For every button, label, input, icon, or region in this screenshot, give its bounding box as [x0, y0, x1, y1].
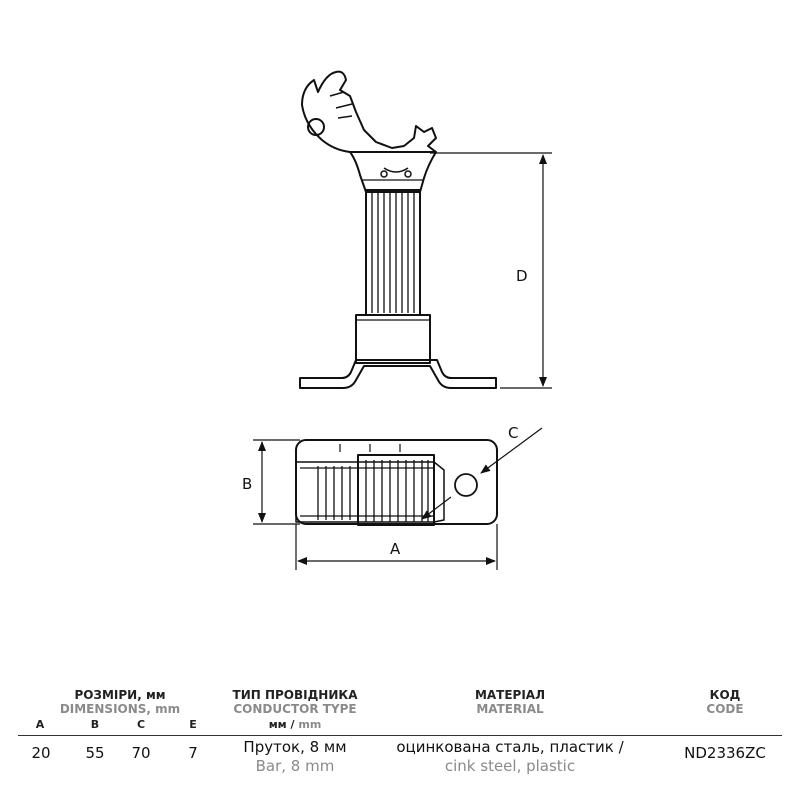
clamp-clip: [301, 70, 437, 153]
base-plate: [299, 359, 497, 389]
dimensions-title-en: DIMENSIONS, mm: [59, 702, 181, 716]
conductor-value-en: Bar, 8 mm: [255, 757, 335, 775]
material-value-en: cink steel, plastic: [444, 757, 576, 775]
clip-hole: [307, 118, 325, 136]
material-title-ua: МАТЕРІАЛ: [474, 688, 546, 702]
value-c: 70: [131, 744, 151, 762]
material-title-en: MATERIAL: [476, 702, 544, 716]
code-value: ND2336ZC: [684, 744, 766, 762]
technical-drawing: D B: [242, 70, 552, 570]
value-e: 7: [188, 744, 198, 762]
top-view: [295, 439, 498, 526]
value-b: 55: [85, 744, 105, 762]
table-divider: [18, 735, 782, 736]
dimensions-title-ua: РОЗМІРИ, мм: [74, 688, 166, 702]
conductor-value-ua: Пруток, 8 мм: [243, 738, 347, 756]
spec-table: РОЗМІРИ, мм DIMENSIONS, mm ТИП ПРОВІДНИК…: [0, 680, 800, 800]
label-b: B: [242, 475, 252, 493]
conductor-title-en: CONDUCTOR TYPE: [233, 702, 357, 716]
dimension-a: [295, 524, 498, 570]
shaft-ribs: [371, 192, 415, 313]
code-title-en: CODE: [706, 702, 744, 716]
lower-sleeve: [355, 314, 431, 364]
conductor-unit: мм / mm: [268, 718, 322, 731]
value-a: 20: [31, 744, 51, 762]
code-title-ua: КОД: [709, 688, 741, 702]
front-view: [299, 70, 497, 389]
label-a: A: [390, 540, 401, 558]
dimension-c: [421, 427, 543, 520]
ribbed-shaft: [365, 189, 421, 316]
mounting-hole: [454, 473, 478, 497]
col-c: C: [136, 718, 146, 731]
label-d: D: [516, 267, 528, 285]
dimension-b: [253, 439, 300, 525]
label-c: C: [508, 424, 518, 442]
col-b: B: [90, 718, 100, 731]
material-value-ua: оцинкована сталь, пластик /: [396, 738, 624, 756]
dimension-d: [430, 152, 552, 389]
conductor-title-ua: ТИП ПРОВІДНИКА: [232, 688, 358, 702]
shaft-plan: [357, 454, 435, 526]
col-a: A: [35, 718, 45, 731]
col-e: E: [189, 718, 197, 731]
